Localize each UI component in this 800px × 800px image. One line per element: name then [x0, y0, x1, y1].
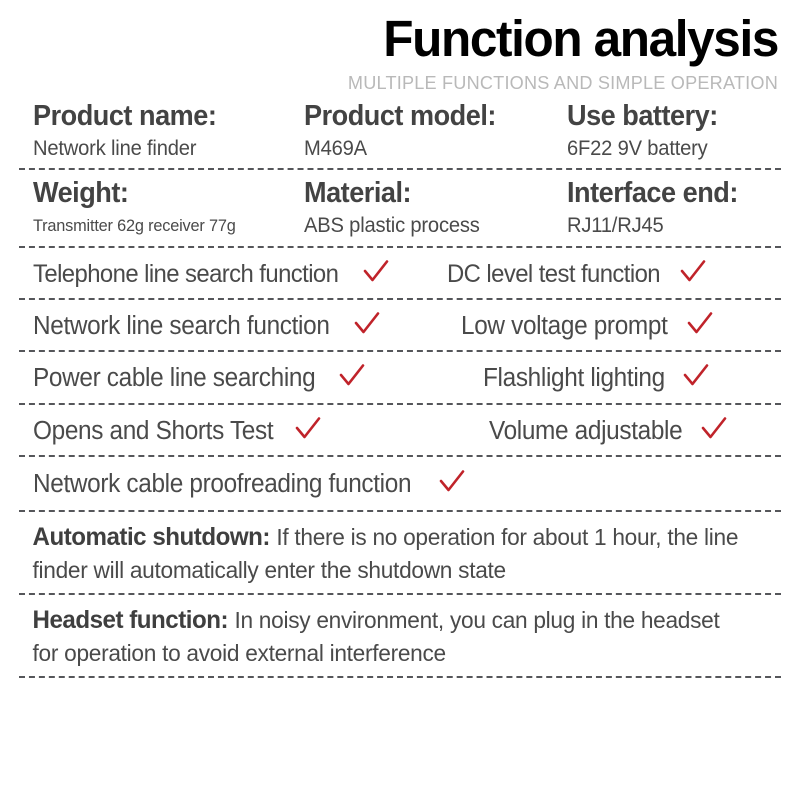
paragraph-body: If there is no operation for about 1 hou… — [32, 524, 739, 583]
spec-cell-use-battery: Use battery: 6F22 9V battery — [567, 99, 781, 163]
spec-cell-product-name: Product name: Network line finder — [19, 99, 304, 163]
paragraph-body: In noisy environment, you can plug in th… — [32, 607, 720, 666]
divider — [19, 350, 781, 353]
spec-value: ABS plastic process — [304, 214, 480, 238]
check-icon — [701, 417, 727, 441]
page-subtitle: MULTIPLE FUNCTIONS AND SIMPLE OPERATION — [347, 71, 778, 93]
spec-label: Material: — [304, 177, 412, 210]
divider — [19, 297, 781, 300]
feature-item: Low voltage prompt — [461, 310, 779, 342]
paragraph-row-automatic-shutdown: Automatic shutdown: If there is no opera… — [19, 512, 781, 593]
divider — [19, 245, 781, 248]
feature-item: DC level test function — [447, 258, 779, 289]
spec-cell-product-model: Product model: M469A — [304, 99, 567, 163]
feature-label: Power cable line searching — [33, 364, 316, 393]
header: Function analysis MULTIPLE FUNCTIONS AND… — [0, 0, 800, 93]
divider — [19, 402, 781, 405]
feature-label: Low voltage prompt — [461, 311, 668, 340]
check-icon — [295, 417, 321, 441]
spec-value: RJ11/RJ45 — [567, 214, 664, 238]
feature-row-full: Network cable proofreading function — [19, 457, 781, 510]
spec-label: Product model: — [304, 100, 496, 133]
feature-label: Opens and Shorts Test — [33, 416, 274, 445]
feature-label: Volume adjustable — [489, 416, 683, 445]
check-icon — [687, 311, 713, 336]
feature-row: Power cable line searching Flashlight li… — [19, 352, 781, 403]
check-icon — [680, 259, 706, 284]
paragraph-label: Headset function: — [32, 606, 229, 634]
paragraph-label: Automatic shutdown: — [32, 523, 271, 551]
page-title: Function analysis — [383, 10, 779, 67]
feature-row: Telephone line search function DC level … — [19, 248, 781, 298]
spec-value: 6F22 9V battery — [567, 137, 708, 161]
feature-row: Opens and Shorts Test Volume adjustable — [19, 405, 781, 456]
divider — [19, 168, 781, 171]
check-icon — [683, 364, 709, 388]
feature-row: Network line search function Low voltage… — [19, 300, 781, 351]
feature-item: Telephone line search function — [19, 258, 447, 289]
spec-label: Interface end: — [567, 177, 738, 210]
spec-value: Network line finder — [33, 137, 197, 161]
paragraph: Automatic shutdown: If there is no opera… — [19, 521, 754, 586]
spec-row-2: Weight: Transmitter 62g receiver 77g Mat… — [19, 170, 781, 245]
feature-item: Opens and Shorts Test — [19, 415, 449, 447]
paragraph: Headset function: In noisy environment, … — [19, 604, 754, 669]
feature-item: Volume adjustable — [449, 415, 779, 447]
spec-row-1: Product name: Network line finder Produc… — [19, 93, 781, 168]
divider — [19, 455, 781, 458]
check-icon — [339, 364, 365, 388]
paragraph-row-headset-function: Headset function: In noisy environment, … — [19, 595, 781, 676]
feature-item: Power cable line searching — [19, 362, 461, 394]
spec-label: Use battery: — [567, 100, 718, 133]
spec-cell-weight: Weight: Transmitter 62g receiver 77g — [19, 176, 304, 240]
spec-cell-interface-end: Interface end: RJ11/RJ45 — [567, 176, 781, 240]
divider — [19, 676, 781, 678]
feature-label: Flashlight lighting — [483, 364, 665, 393]
check-icon — [363, 259, 389, 284]
spec-cell-material: Material: ABS plastic process — [304, 176, 567, 240]
spec-label: Product name: — [33, 100, 217, 133]
feature-label: Telephone line search function — [33, 259, 339, 288]
divider — [19, 510, 781, 512]
spec-value: Transmitter 62g receiver 77g — [33, 216, 236, 236]
spec-value: M469A — [304, 137, 367, 161]
spec-label: Weight: — [33, 177, 129, 210]
check-icon — [439, 470, 465, 494]
check-icon — [354, 311, 380, 336]
feature-label: DC level test function — [447, 259, 661, 288]
feature-label: Network cable proofreading function — [33, 470, 412, 499]
feature-item: Network cable proofreading function — [19, 468, 465, 500]
feature-item: Network line search function — [19, 310, 461, 342]
divider — [19, 593, 781, 595]
feature-item: Flashlight lighting — [461, 362, 779, 394]
feature-label: Network line search function — [33, 311, 330, 340]
